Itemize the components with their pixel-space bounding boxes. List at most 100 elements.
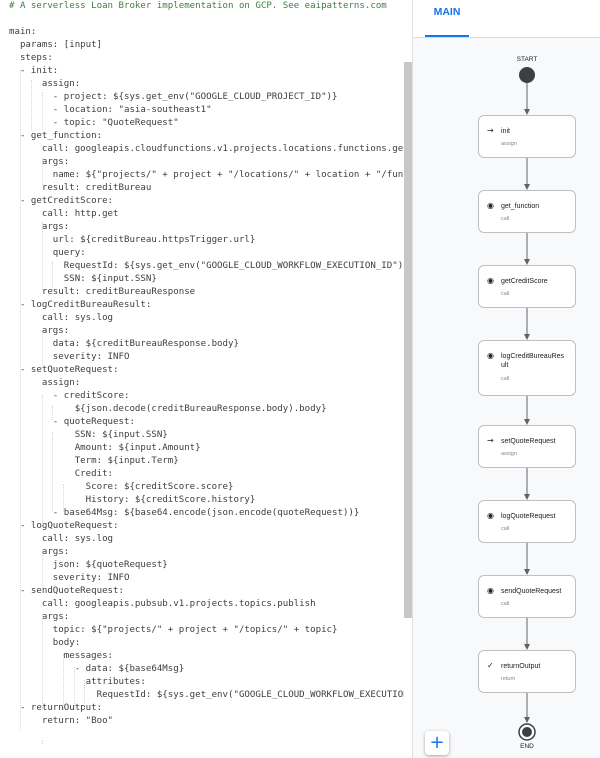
code-line: - data: ${base64Msg}: [9, 664, 185, 674]
end-label: END: [520, 743, 534, 750]
code-line: Term: ${input.Term}: [9, 456, 179, 466]
indent-guide: [74, 667, 75, 710]
add-step-button[interactable]: +: [425, 731, 449, 755]
tab-bar: MAIN: [413, 0, 600, 38]
start-label: START: [516, 56, 538, 63]
node-type: call: [501, 526, 510, 532]
end-node-dot: [522, 727, 532, 737]
indent-guide: [42, 550, 43, 590]
code-line: severity: INFO: [9, 352, 130, 362]
indent-guide: [52, 262, 53, 290]
node-title: logCreditBureauRes ult: [501, 353, 565, 369]
indent-guide: [63, 654, 64, 710]
code-line: args:: [9, 612, 70, 622]
code-line: - project: ${sys.get_env("GOOGLE_CLOUD_P…: [9, 92, 338, 102]
tab-main[interactable]: MAIN: [425, 0, 469, 37]
code-line: - setQuoteRequest:: [9, 365, 119, 375]
code-line: Amount: ${input.Amount}: [9, 443, 201, 453]
code-line: assign:: [9, 79, 81, 89]
code-line: topic: ${"projects/" + project + "/topic…: [9, 625, 338, 635]
code-line: steps:: [9, 53, 53, 63]
node-title: setQuoteRequest: [501, 438, 556, 445]
check-icon: ✓: [487, 661, 494, 670]
code-line: - get_function:: [9, 131, 103, 141]
call-icon: ◉: [487, 586, 494, 595]
indent-guide: [31, 80, 32, 130]
code-line: - topic: "QuoteRequest": [9, 118, 179, 128]
code-line: url: ${creditBureau.httpsTrigger.url}: [9, 235, 256, 245]
code-line: - location: "asia-southeast1": [9, 105, 212, 115]
code-line: call: sys.log: [9, 313, 114, 323]
node-type: call: [501, 291, 510, 297]
node-type: assign: [501, 451, 517, 457]
code-line: result: creditBureau: [9, 183, 152, 193]
code-line: args:: [9, 222, 70, 232]
code-line: result: creditBureauResponse: [9, 287, 196, 297]
indent-guide: [84, 680, 85, 710]
code-line: History: ${creditScore.history}: [9, 495, 256, 505]
code-line: json: ${quoteRequest}: [9, 560, 168, 570]
node-logquoterequest[interactable]: ◉ logQuoteRequest call: [478, 500, 576, 543]
code-line: - logQuoteRequest:: [9, 521, 119, 531]
code-line: main:: [9, 27, 37, 37]
code-line: - getCreditScore:: [9, 196, 114, 206]
code-line: - sendQuoteRequest:: [9, 586, 124, 596]
indent-guide: [63, 484, 64, 512]
node-title: init: [501, 128, 510, 135]
horizontal-scrollbar[interactable]: [0, 744, 404, 758]
call-icon: ◉: [487, 511, 494, 520]
node-title: sendQuoteRequest: [501, 588, 562, 595]
code-line: messages:: [9, 651, 114, 661]
indent-guide: [52, 432, 53, 512]
code-line: body:: [9, 638, 81, 648]
indent-guide: [42, 92, 43, 130]
code-line: call: googleapis.cloudfunctions.v1.proje…: [9, 144, 404, 154]
pane-divider: [412, 0, 413, 758]
indent-guide: [20, 70, 21, 730]
code-line: ${json.decode(creditBureauResponse.body)…: [9, 404, 327, 414]
indent-guide: [42, 222, 43, 290]
code-line: data: ${creditBureauResponse.body}: [9, 339, 239, 349]
node-returnoutput[interactable]: ✓ returnOutput return: [478, 650, 576, 693]
code-line: name: ${"projects/" + project + "/locati…: [52, 170, 404, 180]
code-line: call: http.get: [9, 209, 119, 219]
code-line: Credit:: [9, 469, 114, 479]
code-line: SSN: ${input.SSN}: [9, 430, 168, 440]
node-title: getCreditScore: [501, 278, 548, 285]
node-type: call: [501, 601, 510, 607]
code-line: attributes:: [9, 677, 146, 687]
code-line: args:: [9, 326, 70, 336]
node-type: return: [501, 676, 516, 682]
code-line: - init:: [9, 66, 59, 76]
code-line: # A serverless Loan Broker implementatio…: [9, 1, 387, 11]
indent-guide: [42, 740, 43, 744]
code-line: assign:: [9, 378, 81, 388]
graph-edges: [518, 67, 536, 741]
indent-guide: [42, 330, 43, 365]
node-title: logQuoteRequest: [501, 513, 556, 520]
code-line: query:: [9, 248, 86, 258]
indent-guide: [52, 406, 53, 420]
code-line: - creditScore:: [9, 391, 130, 401]
code-line: return: "Boo": [9, 716, 114, 726]
start-node-icon: [519, 67, 535, 83]
indent-guide: [42, 615, 43, 710]
code-editor[interactable]: # A serverless Loan Broker implementatio…: [0, 0, 404, 758]
node-type: call: [501, 376, 510, 382]
vertical-scrollbar[interactable]: [404, 62, 412, 618]
code-line: severity: INFO: [9, 573, 130, 583]
code-line: - logCreditBureauResult:: [9, 300, 152, 310]
node-sendquoterequest[interactable]: ◉ sendQuoteRequest call: [478, 575, 576, 618]
node-type: assign: [501, 141, 517, 147]
code-line: params: [input]: [9, 40, 103, 50]
code-line: args:: [9, 547, 70, 557]
call-icon: ◉: [487, 201, 494, 210]
code-line: RequestId: ${sys.get_env("GOOGLE_CLOUD_W…: [9, 690, 404, 700]
node-title: returnOutput: [501, 663, 541, 670]
